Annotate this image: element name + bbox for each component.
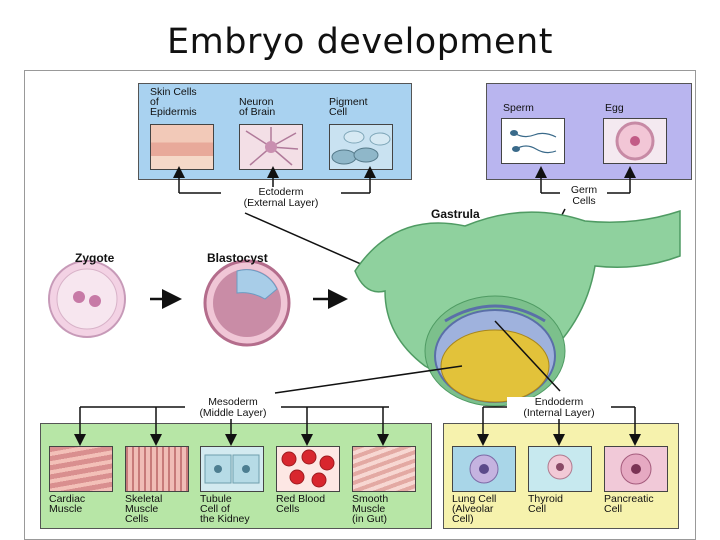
rbc-drawing — [281, 449, 335, 488]
endoderm-cell-label-thyroid: Thyroid Cell — [528, 493, 564, 515]
ectoderm-cell-label-pigment: Pigment Cell — [329, 96, 368, 118]
tubule-drawing — [204, 454, 260, 484]
diagram-graphics — [48, 166, 681, 446]
cardiac-muscle-image — [49, 446, 113, 492]
mesoderm-cell-label-skeletal: Skeletal Muscle Cells — [125, 493, 163, 525]
kidney-tubule-image — [200, 446, 264, 492]
ectoderm-cell-label-skin: Skin Cells of Epidermis — [150, 86, 197, 118]
gastrula-drawing — [354, 209, 681, 407]
red-blood-cells-image — [276, 446, 340, 492]
neuron-drawing — [245, 127, 299, 166]
embryo-diagram: Skin Cells of Epidermis Neuron of Brain … — [24, 70, 696, 540]
stage-label-blastocyst: Blastocyst — [207, 251, 268, 265]
thyroid-drawing — [547, 454, 573, 480]
sperm-drawing — [510, 130, 557, 154]
mesoderm-cell-label-smooth: Smooth Muscle (in Gut) — [352, 493, 389, 525]
pancreatic-cell-image — [604, 446, 668, 492]
germ-panel: Sperm Egg — [486, 83, 692, 180]
ectoderm-panel: Skin Cells of Epidermis Neuron of Brain … — [138, 83, 412, 180]
endoderm-connectors — [477, 320, 641, 446]
ectoderm-cell-label-neuron: Neuron of Brain — [239, 96, 276, 118]
egg-drawing — [615, 121, 655, 161]
pigment-drawing — [331, 130, 391, 165]
zygote-drawing — [48, 260, 126, 338]
mesoderm-cell-label-cardiac: Cardiac Muscle — [49, 493, 86, 515]
mesoderm-cell-label-rbc: Red Blood Cells — [276, 493, 326, 515]
neuron-cell-image — [239, 124, 303, 170]
blastocyst-drawing — [203, 259, 291, 347]
stage-label-gastrula: Gastrula — [431, 207, 480, 221]
ectoderm-label: Ectoderm (External Layer) — [221, 187, 341, 209]
egg-cell-image — [603, 118, 667, 164]
germ-cell-label-sperm: Sperm — [503, 102, 534, 114]
germ-cells-label: Germ Cells — [561, 185, 607, 207]
endoderm-cell-label-lung: Lung Cell (Alveolar Cell) — [452, 493, 497, 525]
skeletal-muscle-image — [125, 446, 189, 492]
thyroid-cell-image — [528, 446, 592, 492]
lung-cell-image — [452, 446, 516, 492]
smooth-muscle-image — [352, 446, 416, 492]
endoderm-cell-label-pancreatic: Pancreatic Cell — [604, 493, 654, 515]
mesoderm-label: Mesoderm (Middle Layer) — [185, 397, 281, 419]
pigment-cell-image — [329, 124, 393, 170]
mesoderm-connectors — [74, 365, 463, 446]
mesoderm-cell-label-tubule: Tubule Cell of the Kidney — [200, 493, 250, 525]
slide-title: Embryo development — [167, 22, 553, 62]
lung-drawing — [469, 454, 499, 484]
endoderm-label: Endoderm (Internal Layer) — [507, 397, 611, 419]
germ-cell-label-egg: Egg — [605, 102, 624, 114]
sperm-cell-image — [501, 118, 565, 164]
pancreatic-drawing — [620, 453, 652, 485]
stage-label-zygote: Zygote — [75, 251, 115, 265]
